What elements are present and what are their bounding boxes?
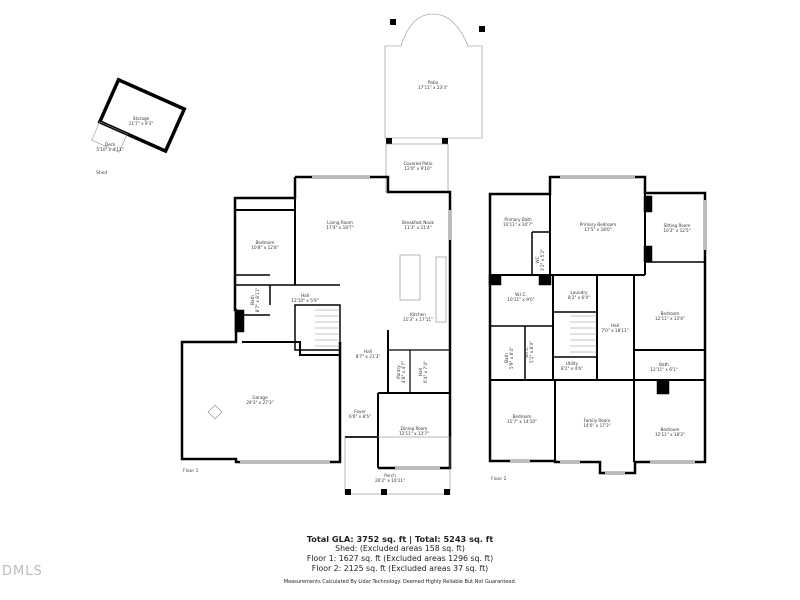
room-name-living-room: Living Room [327,220,353,225]
room-name-foyer: Foyer [354,409,366,414]
room-name-pantry: Pantry [396,365,401,379]
room-name-bath-left: Bath [504,353,509,363]
summary-floor-1: Floor 1: 1627 sq. ft (Excluded areas 129… [306,554,494,563]
room-name-bedroom-left: Bedroom [513,414,532,419]
room-dims-bath-right: 12'11" x 6'1" [650,367,677,372]
room-name-bath-f1: Bath [250,295,255,305]
room-name-storage: Storage [133,116,150,121]
room-name-garage: Garage [252,395,268,400]
room-name-breakfast-nook: Breakfast Nook [402,220,435,225]
room-dims-hall-f2: 7'0" x 18'11" [601,328,628,333]
room-name-wic-primary: W.I.C. [515,292,527,297]
room-dims-hall-small: 12'10" x 5'9" [291,298,318,303]
room-dims-bedroom-right: 12'11" x 13'6" [655,316,685,321]
room-dims-utility: 8'2" x 4'6" [561,366,583,371]
patio: Patio 17'11" x 23'3" [384,13,485,144]
shed-label: Shed [96,170,107,176]
room-dims-garage: 29'3" x 27'3" [246,400,273,405]
room-dims-foyer: 6'6" x 8'5" [349,414,371,419]
shed: Storage 11'7" x 9'3" Deck 5'10" x 4'11" … [91,77,187,176]
room-dims-bath-f1: 8'7" x 8'11" [255,288,260,313]
room-dims-covered-patio: 12'0" x 9'10" [404,166,431,171]
room-name-primary-bath: Primary Bath [504,217,532,222]
room-name-family-room: Family Room [584,418,611,423]
floor-1-label: Floor 1 [183,468,199,474]
room-dims-wic-primary: 10'11" x 9'0" [507,297,534,302]
room-name-primary-bedroom: Primary Bedroom [580,222,616,227]
summary-total: Total GLA: 3752 sq. ft | Total: 5243 sq.… [306,534,494,544]
room-dims-hall-main: 8'7" x 21'3" [356,354,381,359]
covered-patio: Covered Patio 12'0" x 9'10" [385,143,449,193]
garage-floor-marker [207,404,223,420]
porch [344,436,451,495]
room-name-laundry: Laundry [570,290,588,295]
room-dims-bedroom-left: 11'7" x 14'10" [507,419,537,424]
floor-1-labels: Living Room 17'4" x 18'7" Breakfast Nook… [183,220,435,483]
room-dims-wc: 3'2" x 5'2" [540,249,545,271]
room-name-bedroom-right: Bedroom [661,311,680,316]
room-dims-sitting-room: 10'2" x 12'5" [663,228,690,233]
room-dims-kitchen: 11'3" x 17'11" [403,317,433,322]
watermark-logo: DMLS [2,564,43,579]
room-dims-patio: 17'11" x 23'3" [418,85,448,90]
room-name-patio: Patio [428,80,439,85]
room-dims-family-room: 14'6" x 17'3" [583,423,610,428]
room-name-hall-f2: Hall [611,323,619,328]
measurement-disclaimer: Measurements Calculated By Lidar Technol… [283,579,517,585]
room-dims-hall-side: 6'4" x 7'4" [423,361,428,383]
floor-1-stairs [315,309,340,347]
floor-2-windows [510,176,706,474]
room-dims-pantry: 4'8" x 4'7" [401,361,406,383]
room-name-sitting-room: Sitting Room [664,223,691,228]
room-name-hall-small: Hall [301,293,309,298]
room-dims-living-room: 17'4" x 18'7" [326,225,353,230]
deck-outline [91,121,128,153]
floor-2-label: Floor 2 [491,476,507,482]
room-name-hall-main: Hall [364,349,372,354]
room-dims-wic-small: 5'2" x 8'4" [529,341,534,363]
room-name-deck: Deck [105,142,116,147]
room-name-utility: Utility [566,361,579,366]
floor-2-stairs [570,315,597,353]
room-name-kitchen: Kitchen [410,312,426,317]
room-name-wc: WC [535,256,540,263]
room-dims-bedroom-bottom-right: 12'11" x 18'2" [655,432,685,437]
floor-2 [488,175,707,475]
room-name-porch: Porch [384,473,396,478]
room-dims-storage: 11'7" x 9'3" [129,121,154,126]
floor-1-windows [240,176,451,469]
summary-shed: Shed: (Excluded areas 158 sq. ft) [335,544,465,553]
room-name-bedroom-f1: Bedroom [256,240,275,245]
room-dims-bedroom-f1: 10'8" x 12'8" [251,245,278,250]
storage-walls [97,77,187,154]
room-dims-breakfast-nook: 11'3" x 11'4" [404,225,431,230]
room-dims-deck: 5'10" x 4'11" [96,147,123,152]
room-name-covered-patio: Covered Patio [403,161,432,166]
room-name-bedroom-bottom-right: Bedroom [661,427,680,432]
room-name-wic-small: W.I.C. [524,346,529,358]
floor-2-labels: Primary Bath 10'11" x 14'7" Primary Bedr… [491,217,691,482]
room-name-dining-room: Dining Room [401,426,428,431]
room-dims-primary-bedroom: 17'5" x 18'0" [584,227,611,232]
room-dims-primary-bath: 10'11" x 14'7" [503,222,533,227]
room-dims-bath-left: 5'9" x 8'4" [509,347,514,369]
room-dims-dining-room: 12'11" x 13'7" [399,431,429,436]
summary-floor-2: Floor 2: 2125 sq. ft (Excluded areas 37 … [311,564,489,573]
room-dims-laundry: 8'2" x 6'4" [568,295,590,300]
room-dims-porch: 20'2" x 10'11" [375,478,405,483]
room-name-hall-side: Hall [418,368,423,376]
room-name-bath-right: Bath [659,362,669,367]
